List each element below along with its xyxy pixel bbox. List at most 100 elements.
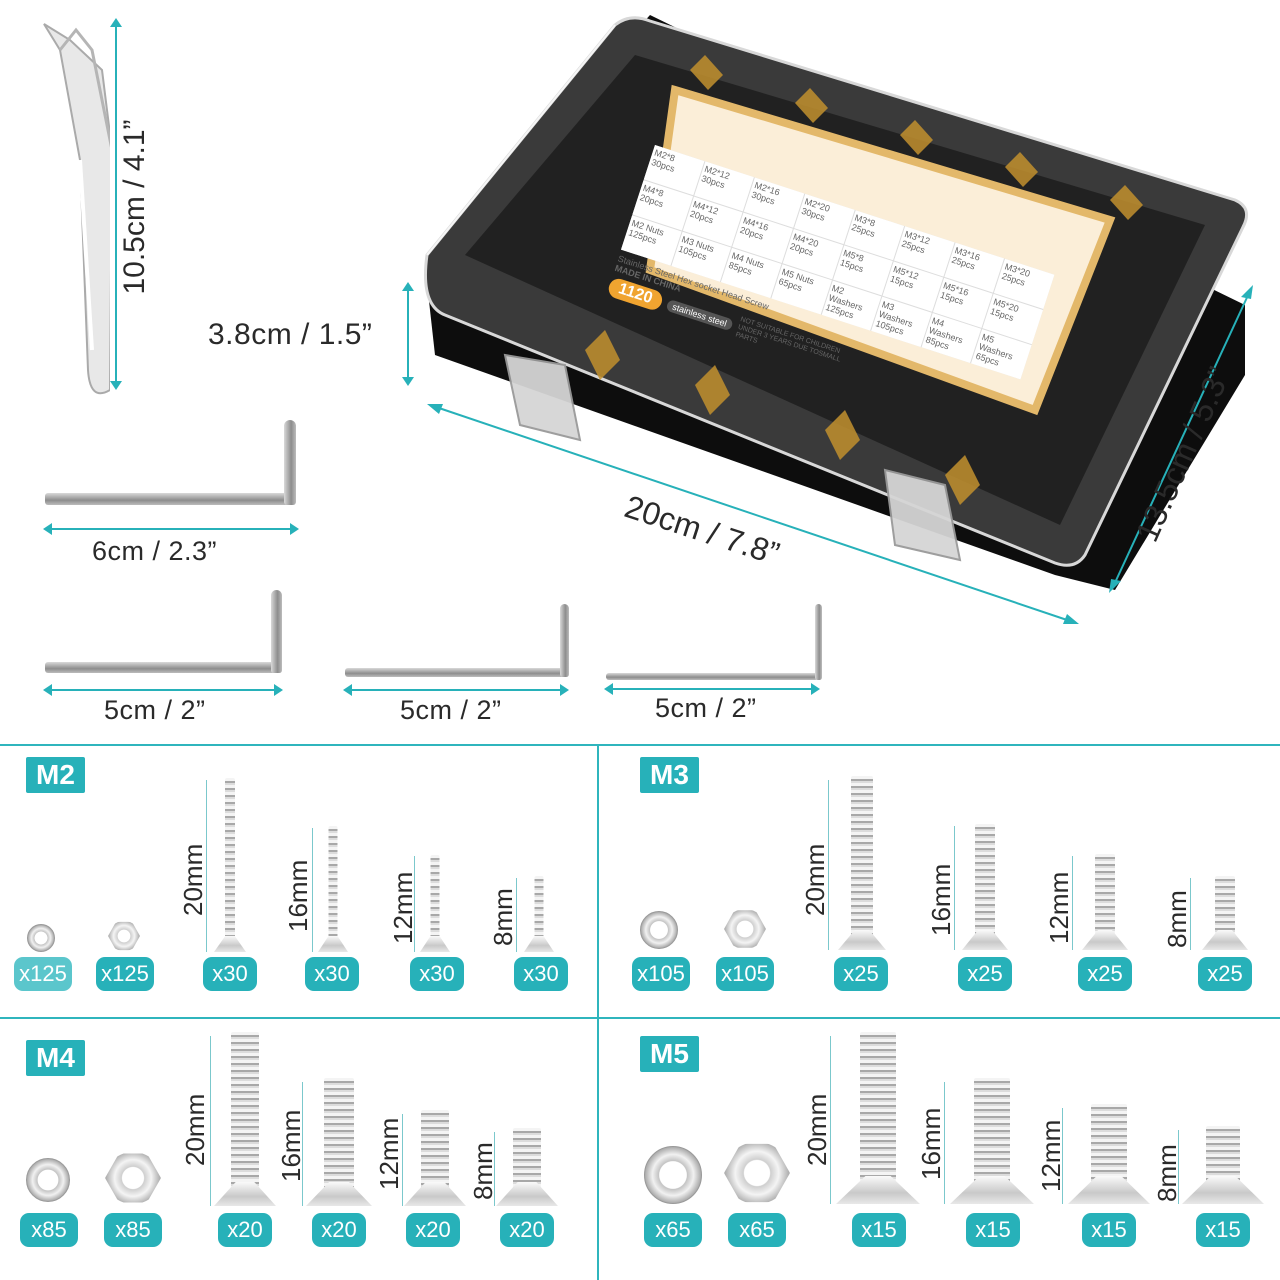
washer-qty: x65 [644, 1213, 702, 1247]
screw-length-label: 20mm [180, 1093, 210, 1166]
screw-qty: x30 [410, 957, 464, 991]
length-guide [516, 878, 517, 952]
box-height-arrow [402, 282, 414, 386]
nut-qty: x65 [728, 1213, 786, 1247]
screw-8mm [524, 876, 554, 952]
hex-nut-icon [724, 1143, 790, 1203]
length-guide [828, 780, 829, 950]
screw-length-label: 12mm [1044, 871, 1074, 944]
hex-nut-icon [108, 921, 140, 951]
screw-8mm [1182, 1126, 1264, 1204]
screw-length-label: 8mm [468, 1142, 498, 1200]
screw-qty: x25 [958, 957, 1012, 991]
box-height-label: 3.8cm / 1.5” [208, 318, 373, 351]
length-guide [302, 1082, 303, 1206]
screw-12mm [404, 1110, 466, 1206]
screw-length-label: 12mm [374, 1117, 404, 1190]
screw-length-label: 20mm [802, 1093, 832, 1166]
tweezers-length-arrow [110, 18, 122, 390]
washer-qty: x85 [20, 1213, 78, 1247]
nut-qty: x125 [96, 957, 154, 991]
screw-qty: x15 [1082, 1213, 1136, 1247]
size-tag: M2 [26, 757, 85, 793]
screw-12mm [1082, 854, 1128, 950]
screw-20mm [836, 1032, 920, 1204]
screw-20mm [214, 778, 246, 952]
wrench-small-2-label: 5cm / 2” [400, 695, 502, 725]
screw-length-label: 8mm [1162, 890, 1192, 948]
screw-qty: x20 [406, 1213, 460, 1247]
length-guide [494, 1132, 495, 1206]
organizer-box: M2*8 30pcs M2*12 30pcs M2*16 30pcs M2*20… [405, 15, 1265, 615]
hex-nut-icon [105, 1153, 161, 1203]
wrench-small-2-arrow [343, 684, 569, 696]
screw-qty: x25 [1078, 957, 1132, 991]
screw-qty: x20 [312, 1213, 366, 1247]
grid-middle-line [0, 1017, 1280, 1019]
washer-icon [640, 911, 678, 949]
screw-qty: x15 [966, 1213, 1020, 1247]
screw-qty: x20 [500, 1213, 554, 1247]
wrench-small-1-label: 5cm / 2” [104, 695, 206, 725]
length-guide [414, 856, 415, 952]
washer-icon [644, 1146, 702, 1204]
size-tag: M5 [640, 1036, 699, 1072]
wrench-small-3-label: 5cm / 2” [655, 693, 757, 723]
length-guide [1072, 856, 1073, 950]
size-tag: M4 [26, 1040, 85, 1076]
screw-qty: x15 [852, 1213, 906, 1247]
length-guide [830, 1036, 831, 1204]
length-guide [1062, 1108, 1063, 1204]
wrench-small-1-arrow [43, 684, 283, 696]
length-guide [312, 828, 313, 952]
length-guide [1178, 1130, 1179, 1204]
length-guide [210, 1036, 211, 1206]
screw-length-label: 8mm [1152, 1144, 1182, 1202]
screw-qty: x30 [305, 957, 359, 991]
screw-qty: x30 [203, 957, 257, 991]
wrench-small-3-arrow [604, 683, 820, 695]
screw-length-label: 16mm [916, 1107, 946, 1180]
screw-length-label: 16mm [283, 859, 313, 932]
screw-length-label: 16mm [276, 1109, 306, 1182]
screw-16mm [962, 824, 1008, 950]
screw-qty: x25 [1198, 957, 1252, 991]
nut-qty: x85 [104, 1213, 162, 1247]
length-guide [1190, 878, 1191, 950]
washer-icon [26, 1158, 70, 1202]
nut-qty: x105 [716, 957, 774, 991]
screw-length-label: 20mm [800, 843, 830, 916]
screw-length-label: 8mm [488, 888, 518, 946]
screw-12mm [420, 855, 450, 952]
wrench-large-label: 6cm / 2.3” [92, 536, 218, 566]
grid-center-line [597, 745, 599, 1280]
screw-12mm [1068, 1104, 1150, 1204]
screw-qty: x25 [834, 957, 888, 991]
length-guide [206, 780, 207, 952]
screw-20mm [838, 776, 886, 950]
washer-qty: x125 [14, 957, 72, 991]
washer-qty: x105 [632, 957, 690, 991]
screw-length-label: 12mm [388, 871, 418, 944]
size-tag: M3 [640, 757, 699, 793]
screw-length-label: 16mm [926, 863, 956, 936]
screw-qty: x20 [218, 1213, 272, 1247]
screw-qty: x15 [1196, 1213, 1250, 1247]
screw-8mm [1202, 876, 1248, 950]
hex-nut-icon [724, 910, 766, 948]
screw-length-label: 12mm [1036, 1119, 1066, 1192]
screw-16mm [950, 1078, 1034, 1204]
screw-16mm [306, 1078, 372, 1206]
screw-length-label: 20mm [178, 843, 208, 916]
screw-qty: x30 [514, 957, 568, 991]
washer-icon [27, 924, 55, 952]
length-guide [944, 1082, 945, 1204]
screw-16mm [318, 826, 348, 952]
length-guide [402, 1114, 403, 1206]
screw-20mm [214, 1032, 276, 1206]
wrench-large-arrow [43, 523, 299, 535]
grid-top-line [0, 744, 1280, 746]
length-guide [954, 826, 955, 950]
screw-8mm [496, 1128, 558, 1206]
tweezers-length-label: 10.5cm / 4.1” [118, 119, 151, 295]
